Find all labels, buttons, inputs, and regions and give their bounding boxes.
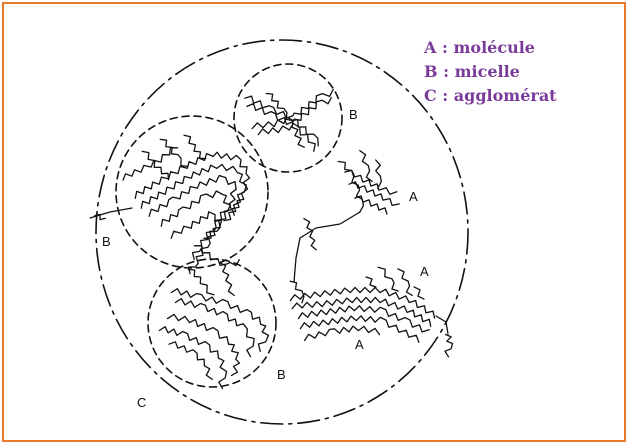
molecule-chain-36 [305, 326, 380, 340]
molecule-chain-40 [366, 277, 376, 287]
molecule-chain-7 [149, 176, 236, 239]
label-a-right: A [409, 189, 418, 204]
micelle-boundary-bottom [148, 259, 276, 387]
label-c: C [137, 395, 146, 410]
molecule-chain-19 [168, 314, 240, 375]
molecule-chain-23 [220, 263, 234, 296]
molecule-chain-20 [159, 327, 226, 389]
molecule-chain-43 [445, 335, 453, 357]
molecule-chain-22 [188, 270, 214, 295]
label-b-left: B [102, 234, 111, 249]
molecule-chain-37 [290, 281, 304, 303]
molecule-chain-0 [245, 90, 333, 119]
label-b-bottom: B [277, 367, 286, 382]
molecule-chain-5 [135, 152, 249, 215]
molecule-chain-18 [175, 299, 254, 357]
molecule-chain-39 [398, 269, 412, 296]
label-a-lower-right: A [420, 264, 429, 279]
legend-micelle: B : micelle [424, 62, 520, 81]
label-b-top: B [349, 107, 358, 122]
legend-molecule: A : molécule [424, 38, 535, 57]
label-a-bottom: A [355, 337, 364, 352]
molecule-chain-21 [169, 342, 212, 380]
molecule-chain-13 [184, 135, 206, 158]
molecule-chain-38 [378, 267, 398, 291]
legend-agglomerate: C : agglomérat [424, 86, 557, 105]
molecule-chain-6 [141, 164, 246, 220]
molecule-chain-30 [294, 212, 360, 282]
molecule-chain-12 [160, 139, 188, 166]
molecule-chain-3 [258, 124, 315, 152]
molecule-chain-32 [290, 287, 434, 318]
molecule-chain-41 [414, 287, 424, 299]
